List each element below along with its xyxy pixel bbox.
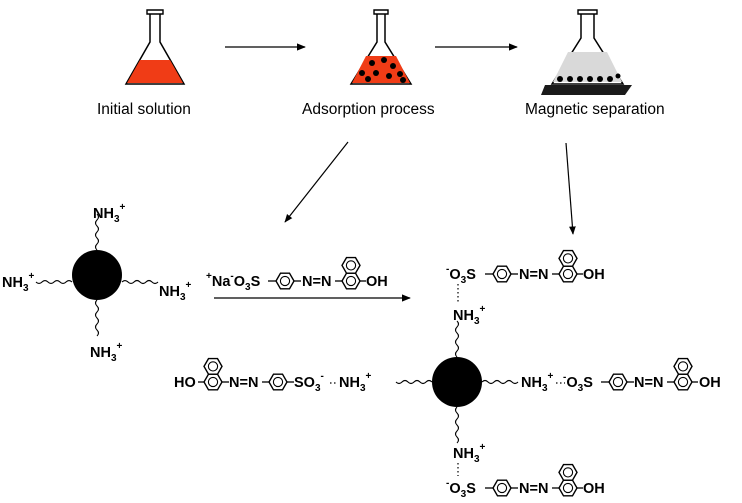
nh3-right: NH3+ [159,280,192,303]
svg-text:-O3S: -O3S [446,478,476,500]
flask-separation [541,9,632,95]
initial-solution-label: Initial solution [97,101,191,118]
particle-core [72,250,122,300]
complex-core [432,357,482,407]
arrow-zoom-adsorbent [284,141,349,223]
arrow-zoom-complex [565,142,576,235]
svg-text:-O3S: -O3S [563,372,593,394]
nh3-complex-left: NH3+ [339,371,372,394]
svg-text:-O3S: -O3S [446,264,476,286]
magnetic-separation-label: Magnetic separation [525,101,665,118]
dye-top: -O3S N=N OH [446,249,605,286]
magnet-plate [541,85,632,95]
svg-text:N=N: N=N [634,375,663,391]
particles [359,57,406,83]
nh3-complex-top: NH3+ [453,304,486,327]
nh3-complex-bottom: NH3+ [453,442,486,465]
red-solution-particles [352,56,410,83]
red-solution [127,60,183,83]
svg-text:HO: HO [174,375,196,391]
azo-group: N=N [302,274,331,290]
dye-left: HO N=N SO3- NH3+ [174,357,372,394]
svg-text:OH: OH [583,481,605,497]
nh3-left: NH3+ [2,271,35,294]
flask-initial [124,9,186,85]
nh3-top: NH3+ [93,202,126,225]
svg-text:OH: OH [699,375,721,391]
flask-adsorption [349,9,413,85]
nh3-complex-right: NH3+ [521,371,554,394]
separated-particles [557,73,621,82]
hydroxyl: OH [366,274,388,290]
amine-nanoparticle: NH3+ NH3+ NH3+ NH3+ [2,202,192,364]
adsorption-process-label: Adsorption process [302,101,435,118]
sodium-sulfonate: +Na-O3S [206,271,261,293]
svg-text:N=N: N=N [519,267,548,283]
dye-loaded-nanoparticle: NH3+ -O3S N=N OH HO N=N [174,249,721,500]
nh3-bottom: NH3+ [90,341,123,364]
svg-text:N=N: N=N [229,375,258,391]
dye-right: NH3+ -O3S N=N OH [521,357,721,394]
dye-reagent: +Na-O3S N=N OH [206,256,388,293]
svg-text:SO3-: SO3- [294,371,324,394]
clear-solution [553,52,622,82]
svg-text:N=N: N=N [519,481,548,497]
svg-text:OH: OH [583,267,605,283]
dye-bottom: -O3S N=N OH [446,463,605,500]
